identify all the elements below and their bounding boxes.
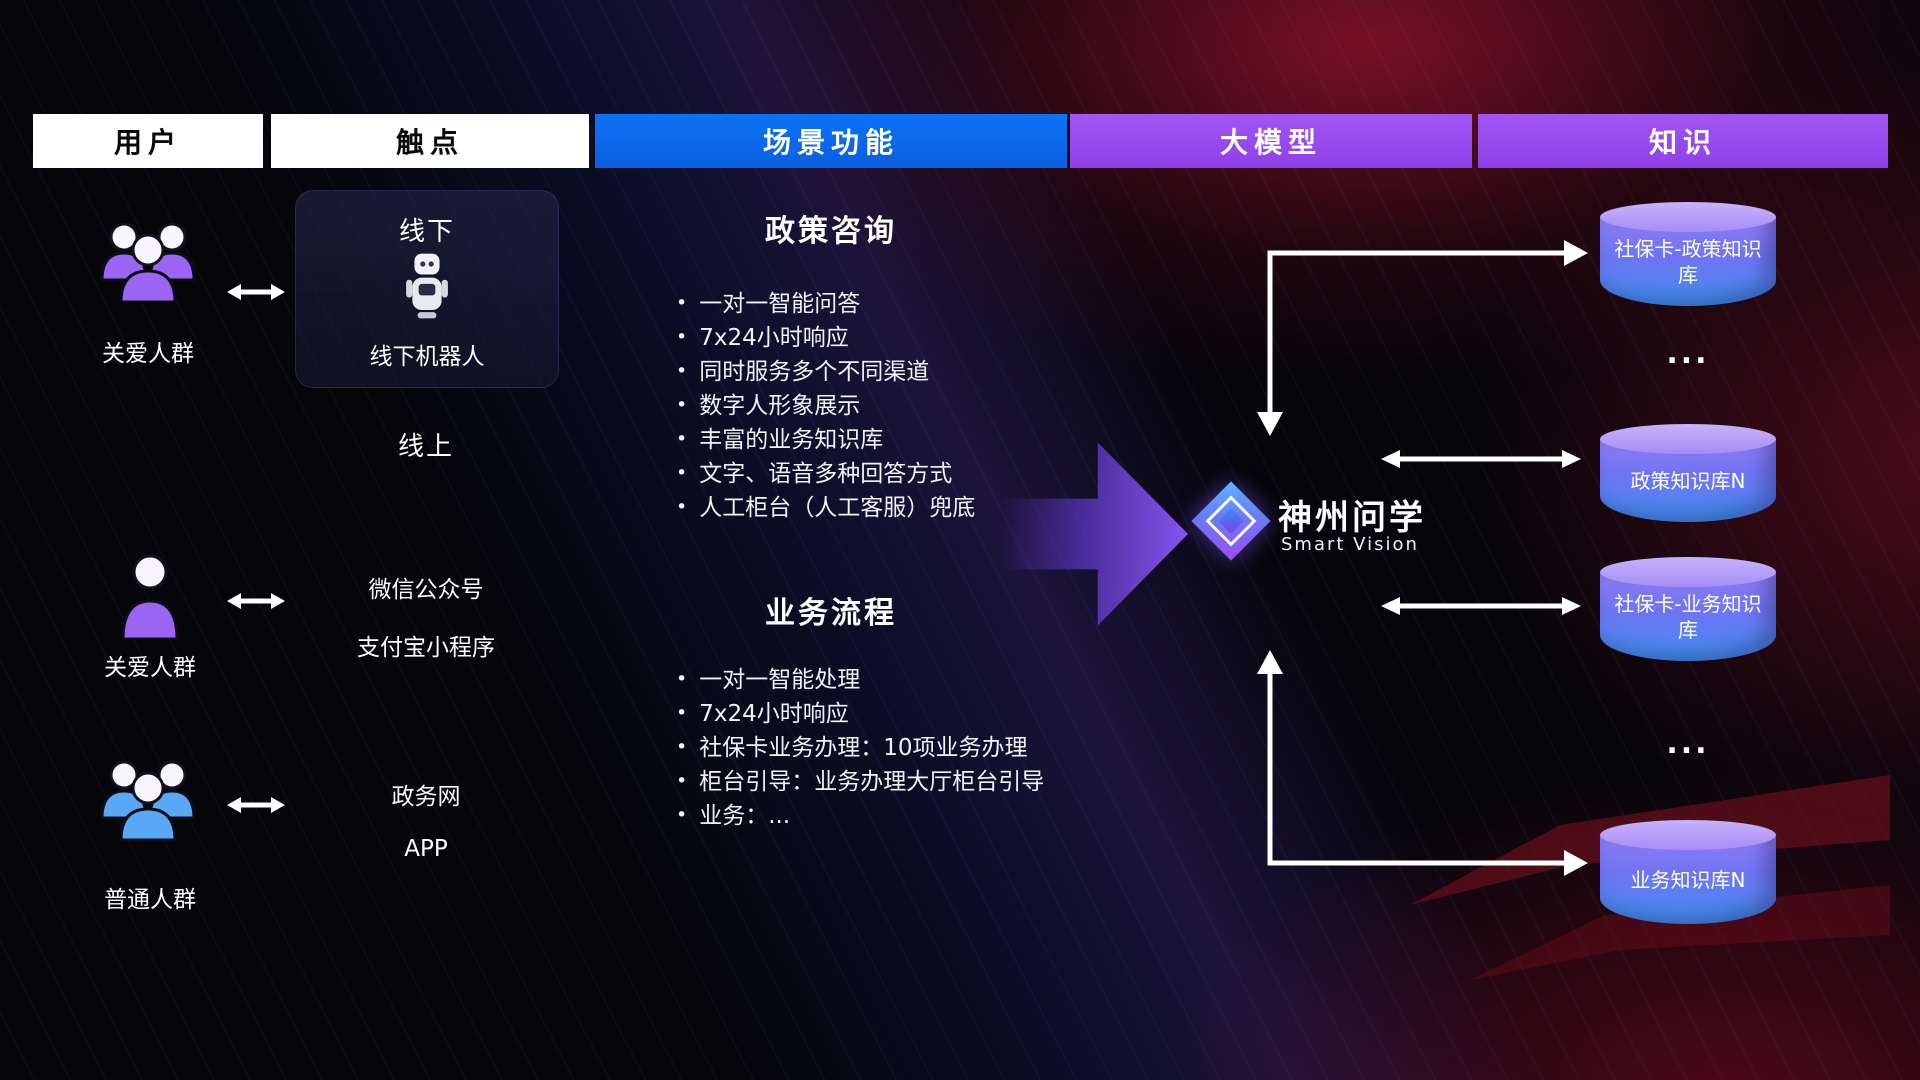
user-group-label: 关爱人群 (104, 655, 196, 681)
user-group-label: 关爱人群 (102, 341, 194, 367)
bidirectional-arrow (227, 593, 285, 609)
model-name: 神州问学 (1278, 498, 1426, 538)
ellipsis-more-kb: ... (1666, 726, 1710, 761)
list-item: 人工柜台（人工客服）兜底 (676, 492, 975, 526)
online-title: 线上 (397, 432, 454, 462)
kb-label: 社保卡-业务知识库 (1614, 592, 1762, 642)
list-item: 丰富的业务知识库 (676, 424, 975, 458)
service-robot-icon (406, 253, 448, 319)
list-item: 同时服务多个不同渠道 (676, 356, 975, 390)
model-subtitle: Smart Vision (1281, 534, 1419, 555)
channel-gov-portal: 政务网 (391, 784, 461, 810)
bidirectional-arrow (227, 797, 285, 813)
kb-cylinder-policy-n: 政策知识库N (1600, 424, 1776, 522)
channel-alipay: 支付宝小程序 (357, 635, 495, 661)
list-item: 社保卡业务办理：10项业务办理 (676, 732, 1044, 766)
column-header-touchpoints: 触点 (271, 114, 589, 168)
column-header-users: 用户 (33, 114, 263, 168)
list-item: 7x24小时响应 (676, 322, 975, 356)
user-group-label: 普通人群 (104, 887, 196, 913)
kb-cylinder-shebao-business: 社保卡-业务知识库 (1600, 557, 1776, 661)
channel-app: APP (404, 836, 448, 862)
bidirectional-arrow (1381, 450, 1581, 468)
user-group-purple-icon (100, 222, 196, 302)
kb-label: 社保卡-政策知识库 (1614, 237, 1762, 287)
scene-title-business: 业务流程 (765, 596, 897, 631)
kb-cylinder-shebao-policy: 社保卡-政策知识库 (1600, 202, 1776, 306)
offline-robot-label: 线下机器人 (369, 344, 485, 370)
user-single-purple-icon (121, 554, 179, 639)
ellipsis-more-kb: ... (1666, 336, 1710, 371)
kb-cylinder-business-n: 业务知识库N (1600, 820, 1776, 924)
cylinder-top (1600, 557, 1776, 587)
cylinder-top (1600, 202, 1776, 232)
list-item: 一对一智能问答 (676, 288, 975, 322)
column-header-large-model: 大模型 (1070, 114, 1472, 168)
list-item: 文字、语音多种回答方式 (676, 458, 975, 492)
channel-wechat: 微信公众号 (368, 577, 484, 603)
business-feature-list: 一对一智能处理 7x24小时响应 社保卡业务办理：10项业务办理 柜台引导：业务… (676, 664, 1044, 834)
offline-touchpoint-card: 线下 线下机器人 (295, 190, 559, 388)
bidirectional-arrow (227, 284, 285, 300)
policy-feature-list: 一对一智能问答 7x24小时响应 同时服务多个不同渠道 数字人形象展示 丰富的业… (676, 288, 975, 526)
cylinder-top (1600, 424, 1776, 454)
cylinder-top (1600, 820, 1776, 850)
list-item: 一对一智能处理 (676, 664, 1044, 698)
offline-title: 线下 (398, 217, 455, 247)
bidirectional-arrow (1381, 597, 1581, 615)
list-item: 7x24小时响应 (676, 698, 1044, 732)
user-group-blue-icon (100, 760, 196, 842)
list-item: 业务：... (676, 800, 1044, 834)
smart-vision-logo-icon (1191, 481, 1271, 561)
kb-label: 业务知识库N (1630, 868, 1746, 892)
list-item: 柜台引导：业务办理大厅柜台引导 (676, 766, 1044, 800)
column-header-scene-functions: 场景功能 (595, 114, 1067, 168)
scene-title-policy: 政策咨询 (765, 214, 897, 249)
column-header-knowledge: 知识 (1478, 114, 1888, 168)
kb-label: 政策知识库N (1630, 469, 1746, 493)
list-item: 数字人形象展示 (676, 390, 975, 424)
